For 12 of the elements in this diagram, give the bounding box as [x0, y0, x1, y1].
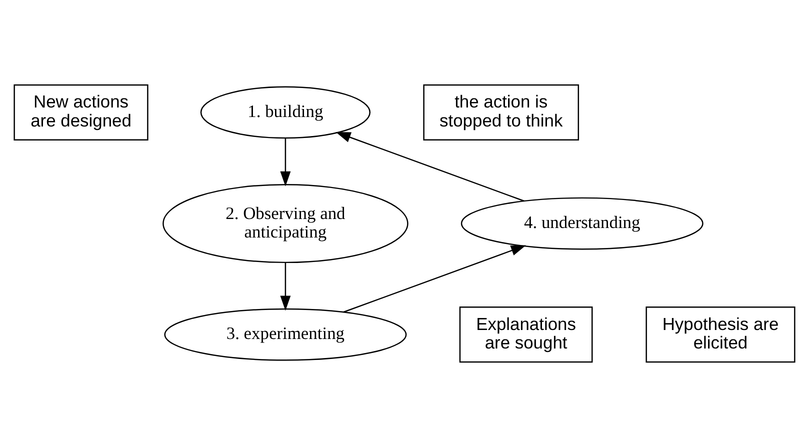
node-ellipse: 3. experimenting [164, 308, 407, 361]
arrow [336, 132, 524, 202]
node-box: the action is stopped to think [423, 84, 580, 140]
node-ellipse: 2. Observing and anticipating [162, 184, 408, 264]
node-ellipse: 1. building [200, 86, 371, 139]
node-box: Hypothesis are elicited [646, 306, 796, 363]
arrow [344, 245, 526, 313]
node-box: New actions are designed [14, 84, 148, 140]
node-box: Explanations are sought [459, 306, 593, 363]
node-ellipse: 4. understanding [460, 197, 704, 250]
arrow [280, 262, 291, 311]
arrow [280, 138, 291, 186]
